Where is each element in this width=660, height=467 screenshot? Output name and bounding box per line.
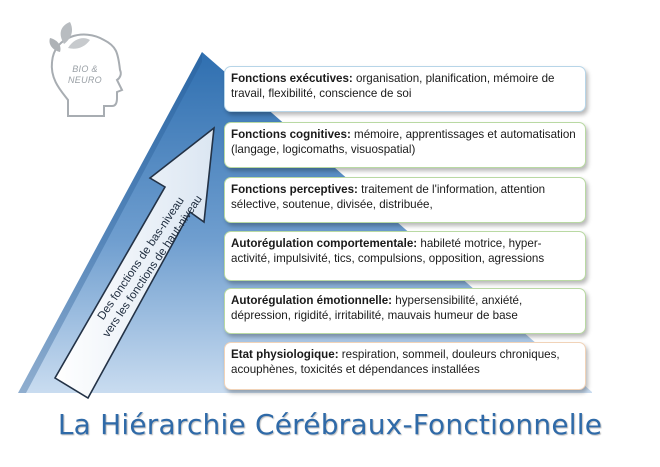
level-executive-functions: Fonctions exécutives: organisation, plan… xyxy=(224,66,586,112)
level-text: mémoire, apprentissages et automatisatio… xyxy=(231,128,576,156)
level-text: organisation, planification, mémoire de … xyxy=(231,72,555,100)
logo-line2: NEURO xyxy=(67,75,102,85)
logo-head-icon xyxy=(49,22,124,117)
level-text: habileté motrice, hyper-activité, impuls… xyxy=(231,237,545,265)
level-text: respiration, sommeil, douleurs chronique… xyxy=(231,348,560,376)
upward-arrow xyxy=(53,126,215,400)
level-heading: Autorégulation comportementale: xyxy=(231,237,418,250)
level-emotional-regulation: Autorégulation émotionnelle: hypersensib… xyxy=(224,288,586,334)
level-heading: Etat physiologique: xyxy=(231,348,339,361)
level-heading: Autorégulation émotionnelle: xyxy=(231,294,393,307)
diagram-title: La Hiérarchie Cérébraux-Fonctionnelle xyxy=(57,408,603,441)
level-behavioral-regulation: Autorégulation comportementale: habileté… xyxy=(224,231,586,281)
level-perceptive-functions: Fonctions perceptives: traitement de l'i… xyxy=(224,177,586,223)
level-heading: Fonctions exécutives: xyxy=(231,72,353,85)
logo-line1: BIO & xyxy=(72,64,98,74)
level-text: traitement de l'information, attention s… xyxy=(231,183,546,211)
logo-text: BIO & NEURO xyxy=(60,64,110,86)
level-heading: Fonctions perceptives: xyxy=(231,183,358,196)
level-cognitive-functions: Fonctions cognitives: mémoire, apprentis… xyxy=(224,122,586,168)
level-physiological-state: Etat physiologique: respiration, sommeil… xyxy=(224,342,586,390)
level-text: hypersensibilité, anxiété, dépression, r… xyxy=(231,294,523,322)
level-heading: Fonctions cognitives: xyxy=(231,128,351,141)
